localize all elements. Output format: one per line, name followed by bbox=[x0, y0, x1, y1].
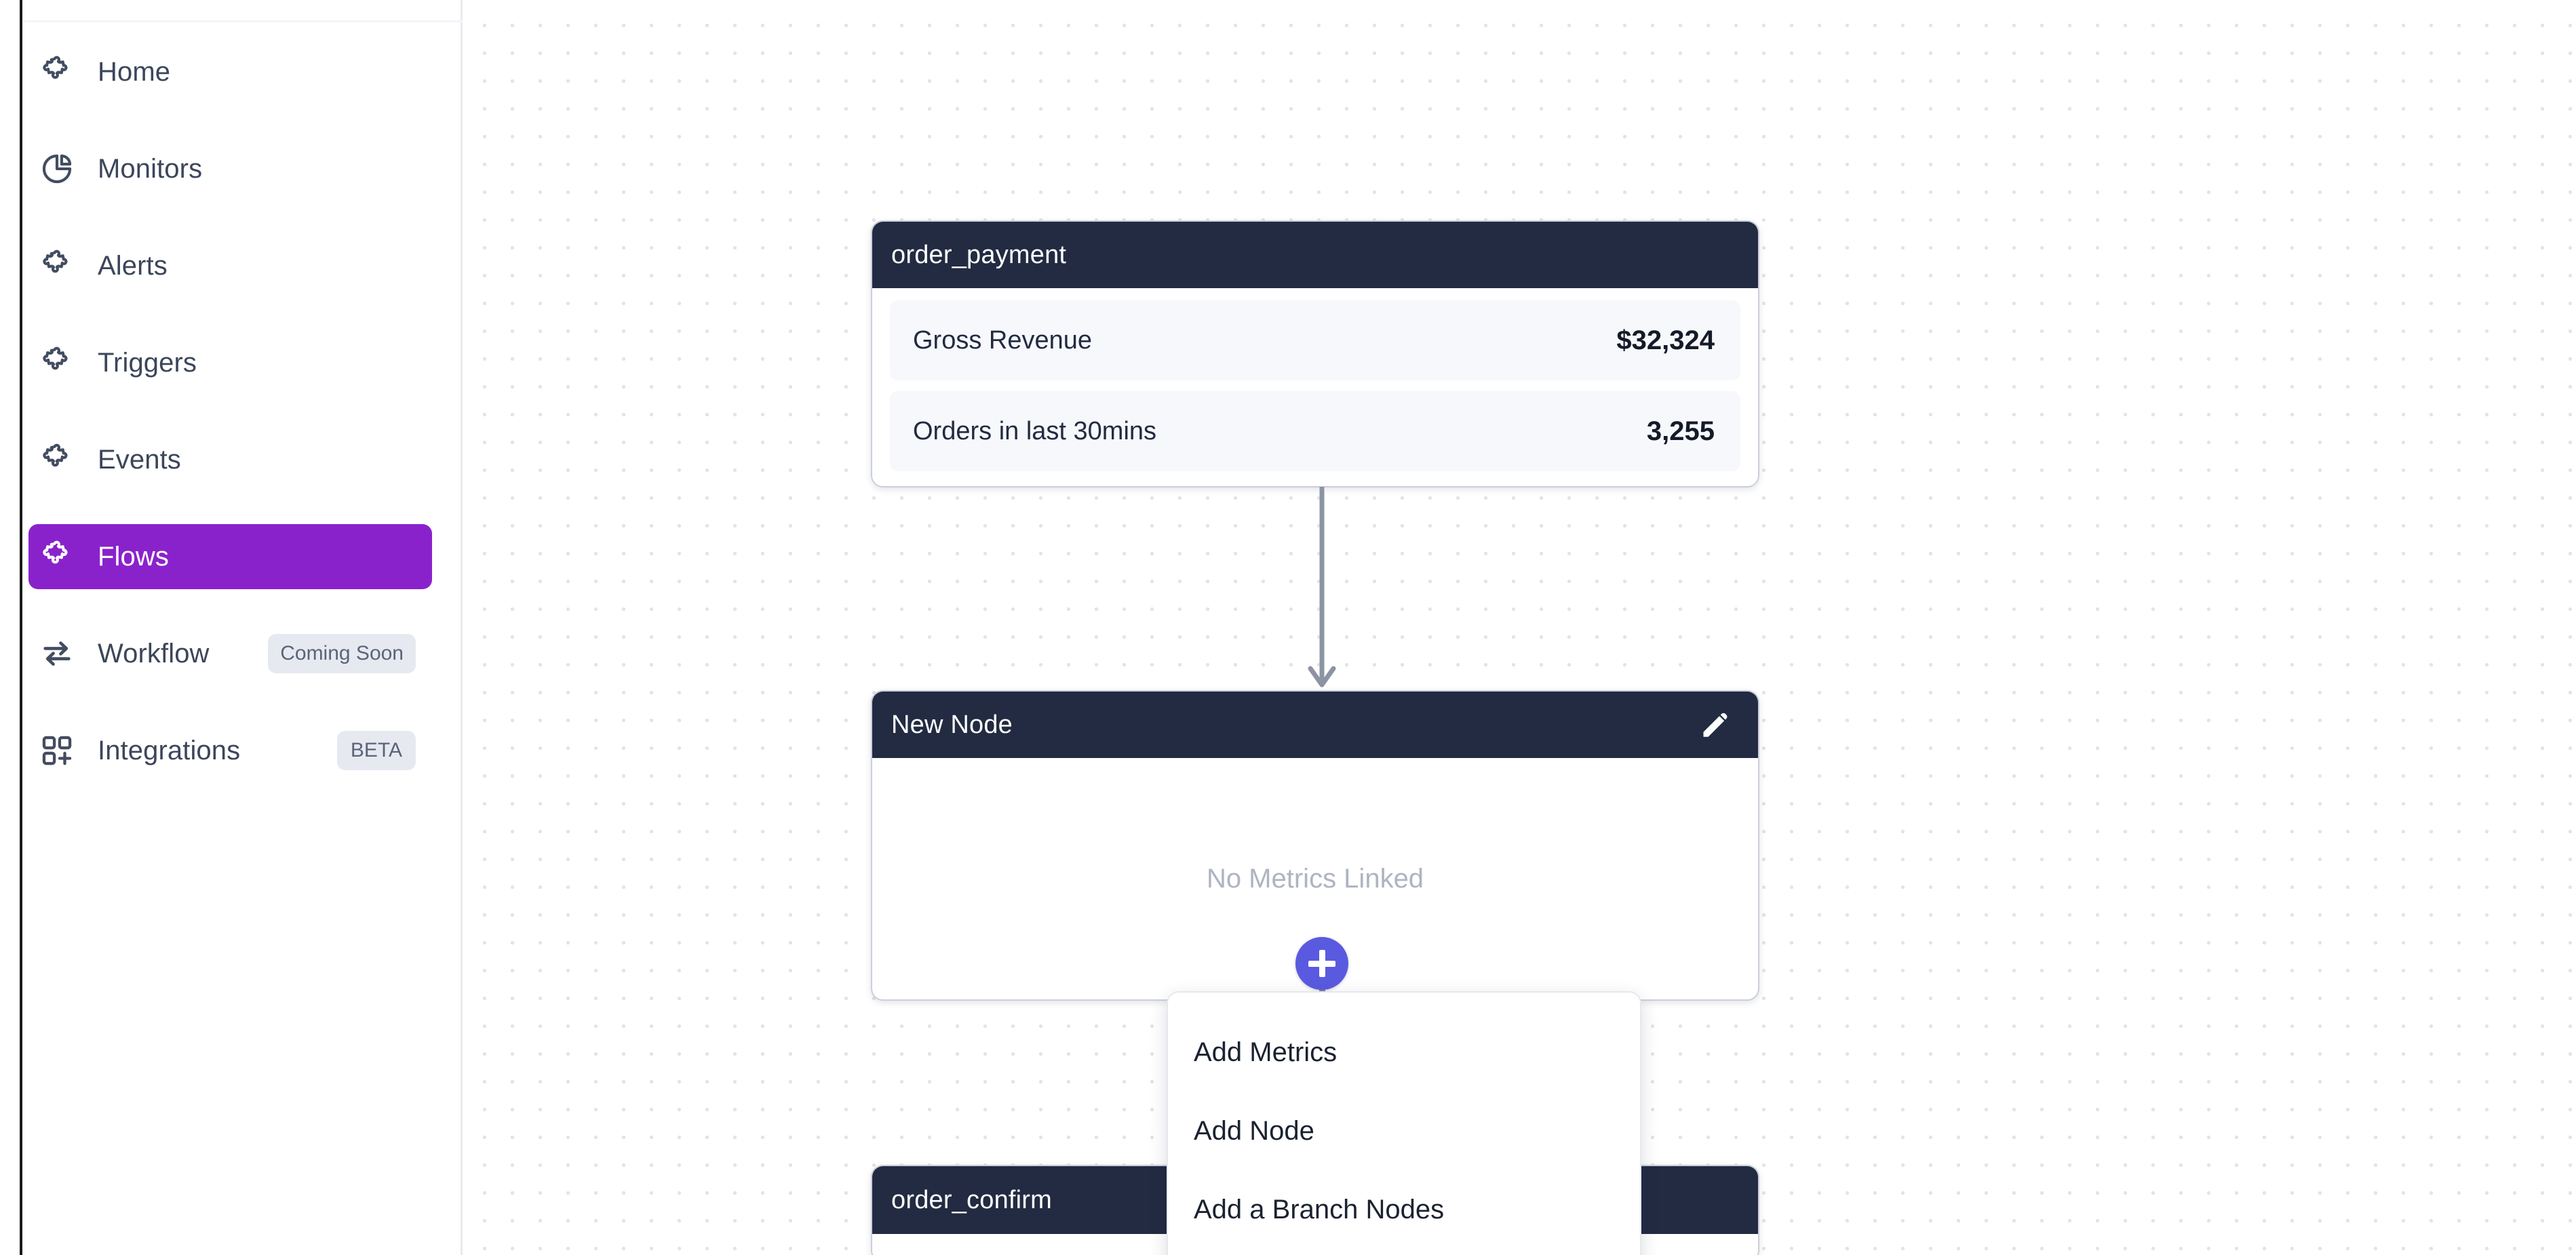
puzzle-icon bbox=[38, 247, 76, 285]
metric-label: Orders in last 30mins bbox=[913, 417, 1157, 445]
puzzle-icon bbox=[38, 53, 76, 91]
sidebar-item-label: Events bbox=[98, 445, 181, 475]
sidebar-item-triggers[interactable]: Triggers bbox=[28, 330, 432, 395]
sidebar-item-events[interactable]: Events bbox=[28, 427, 432, 492]
sidebar-item-flows[interactable]: Flows bbox=[28, 524, 432, 589]
sidebar-item-label: Workflow bbox=[98, 639, 210, 669]
metric-value: 3,255 bbox=[1646, 416, 1715, 446]
flow-node-order-payment[interactable]: order_payment Gross Revenue $32,324 Orde… bbox=[871, 220, 1759, 487]
flow-node-new-node[interactable]: New Node No Metrics Linked bbox=[871, 690, 1759, 1001]
metric-value: $32,324 bbox=[1616, 325, 1715, 355]
sidebar-item-home[interactable]: Home bbox=[28, 39, 432, 104]
menu-item-add-node[interactable]: Add Node bbox=[1194, 1116, 1314, 1146]
sidebar-item-label: Triggers bbox=[98, 348, 197, 378]
puzzle-icon bbox=[38, 344, 76, 382]
node-title: New Node bbox=[891, 711, 1013, 739]
menu-item-add-metrics[interactable]: Add Metrics bbox=[1194, 1037, 1338, 1067]
sidebar-item-alerts[interactable]: Alerts bbox=[28, 233, 432, 298]
sidebar-item-label: Home bbox=[98, 57, 171, 87]
beta-badge: BETA bbox=[336, 731, 416, 770]
sidebar: Home Monitors Alerts bbox=[0, 0, 463, 1255]
sidebar-divider bbox=[23, 20, 463, 22]
flow-canvas[interactable]: order_payment Gross Revenue $32,324 Orde… bbox=[463, 0, 2576, 1255]
node-header[interactable]: order_payment bbox=[872, 222, 1758, 288]
window-left-edge bbox=[20, 0, 22, 1255]
node-header[interactable]: New Node bbox=[872, 692, 1758, 758]
exchange-arrows-icon bbox=[38, 635, 76, 673]
sidebar-item-integrations[interactable]: Integrations BETA bbox=[28, 718, 432, 783]
add-node-dropdown-menu[interactable]: Add Metrics Add Node Add a Branch Nodes bbox=[1167, 991, 1641, 1255]
node-title: order_payment bbox=[891, 241, 1067, 269]
node-body: Gross Revenue $32,324 Orders in last 30m… bbox=[872, 288, 1758, 486]
down-arrow-icon bbox=[1308, 487, 1336, 688]
add-node-button[interactable] bbox=[1295, 937, 1348, 990]
grid-plus-icon bbox=[38, 732, 76, 770]
sidebar-item-label: Alerts bbox=[98, 251, 168, 281]
pie-chart-icon bbox=[38, 150, 76, 188]
metric-row[interactable]: Gross Revenue $32,324 bbox=[890, 300, 1740, 380]
sidebar-item-label: Flows bbox=[98, 542, 169, 572]
menu-item-add-branch-nodes[interactable]: Add a Branch Nodes bbox=[1194, 1195, 1445, 1224]
plus-icon-vertical bbox=[1319, 950, 1325, 977]
node-title: order_confirm bbox=[891, 1186, 1053, 1214]
pencil-icon[interactable] bbox=[1697, 706, 1734, 743]
sidebar-item-workflow[interactable]: Workflow Coming Soon bbox=[28, 621, 432, 686]
puzzle-icon bbox=[38, 441, 76, 479]
metric-label: Gross Revenue bbox=[913, 326, 1093, 355]
sidebar-item-label: Integrations bbox=[98, 736, 241, 765]
puzzle-icon bbox=[38, 538, 76, 576]
coming-soon-badge: Coming Soon bbox=[268, 634, 416, 673]
metric-row[interactable]: Orders in last 30mins 3,255 bbox=[890, 391, 1740, 471]
node-empty-state: No Metrics Linked bbox=[1206, 864, 1424, 894]
sidebar-item-monitors[interactable]: Monitors bbox=[28, 136, 432, 201]
sidebar-nav: Home Monitors Alerts bbox=[0, 39, 461, 815]
sidebar-item-label: Monitors bbox=[98, 154, 203, 184]
